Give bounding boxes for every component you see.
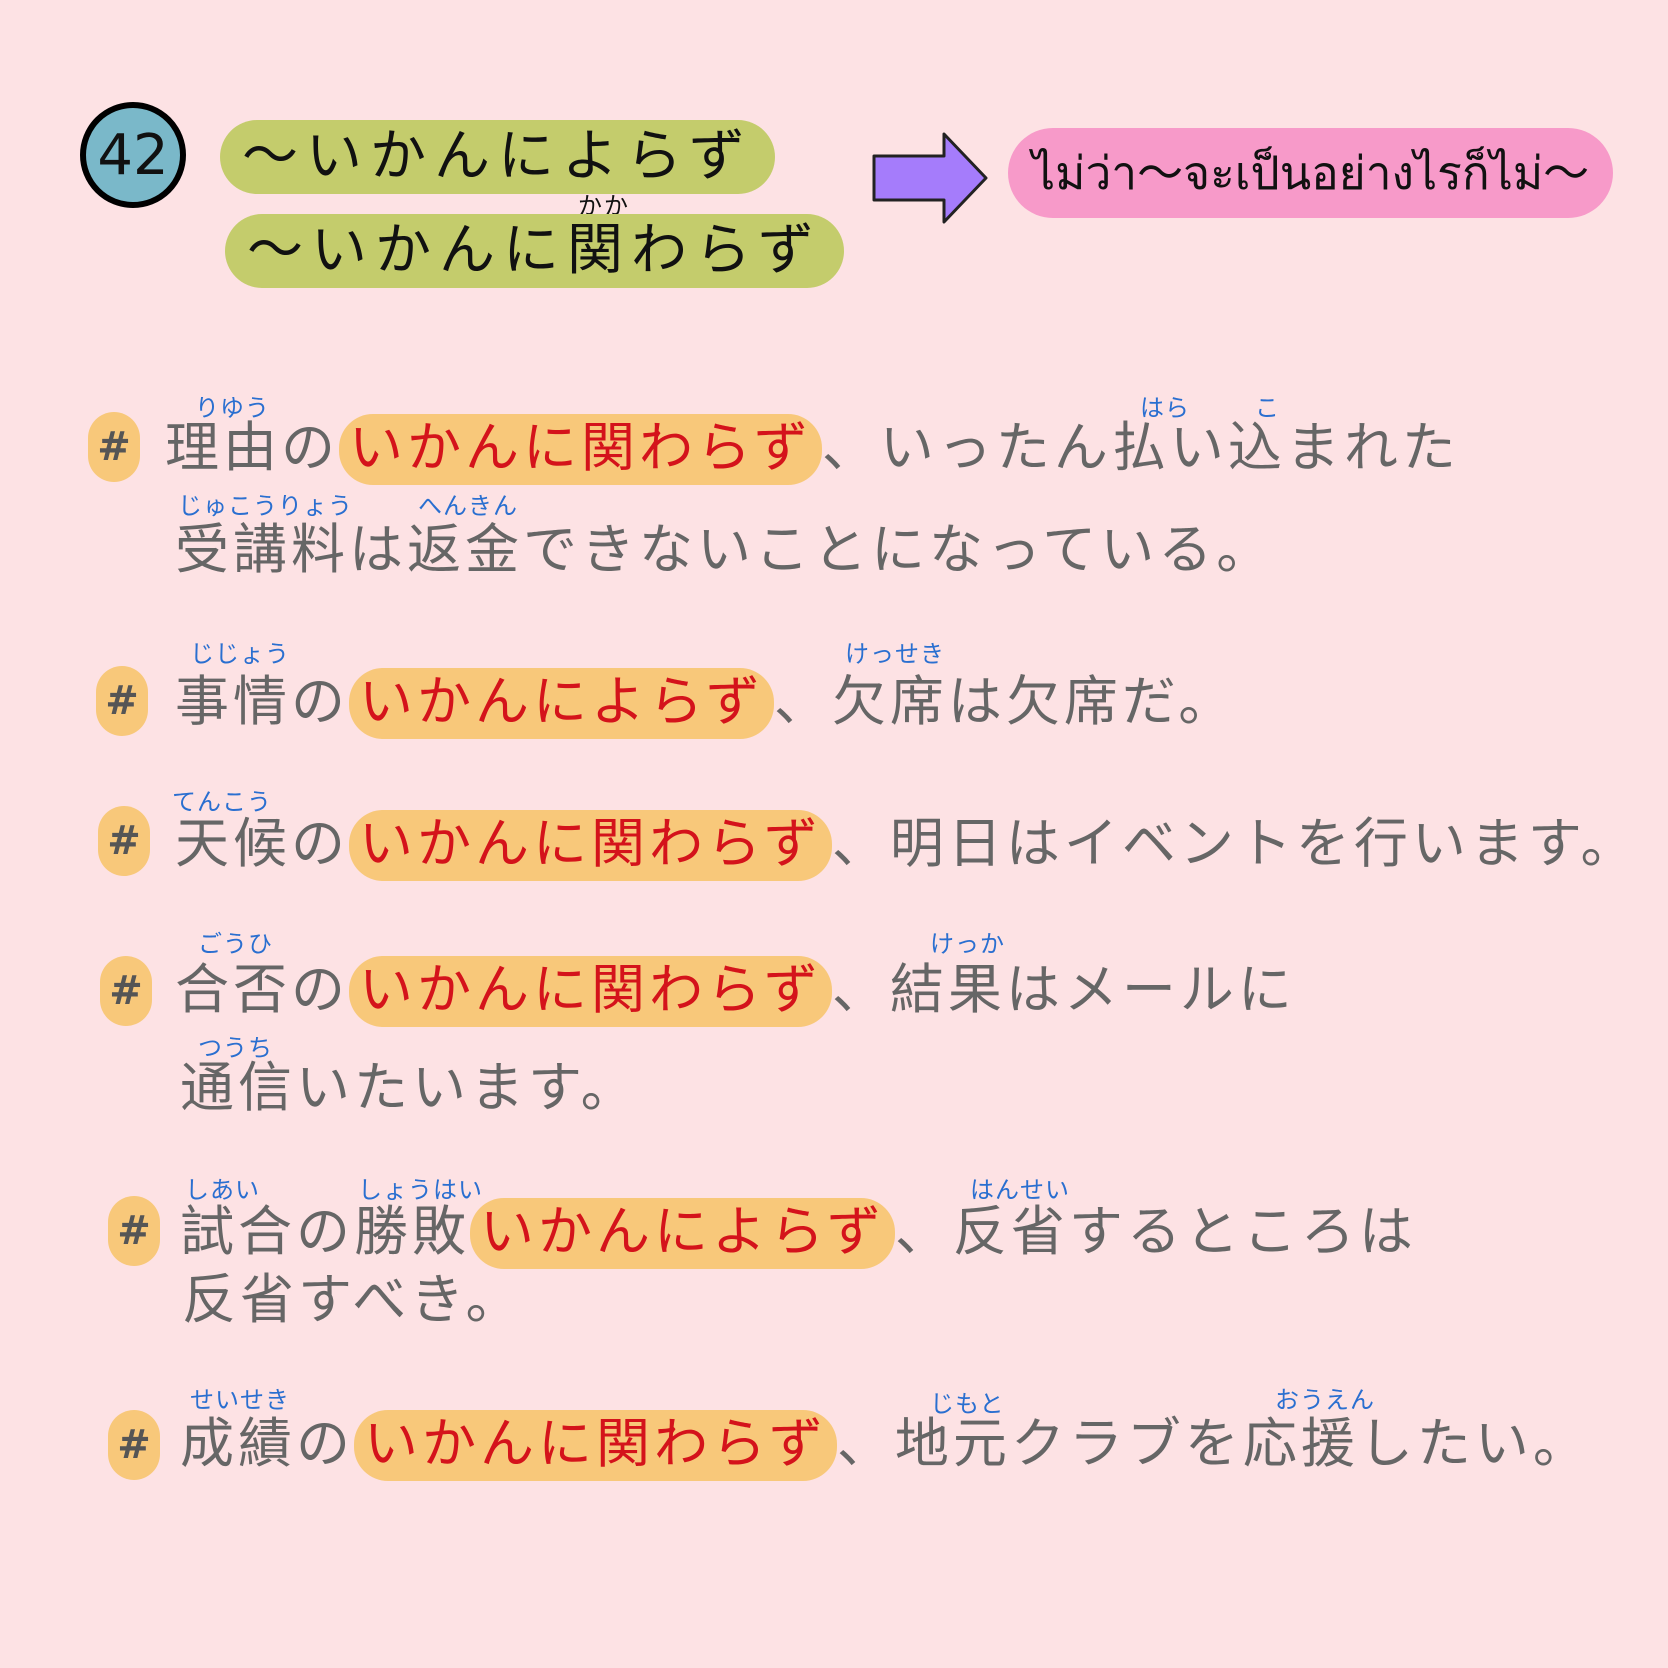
sentence-text: 通信いたいます。 [180,1056,639,1119]
example-sentence: 反省すべき。 [182,1270,524,1330]
sentence-text: 理由の [165,416,339,479]
arrow-right-icon [872,132,988,224]
example-sentence: 受講料は返金できないことになっている。 [175,520,1274,580]
grammar-highlight: いかんに関わらず [349,956,832,1027]
sentence-text: 合否の [175,958,349,1021]
example-sentence: 天候のいかんに関わらず、明日はイベントを行います。 [175,810,1639,881]
furigana: こ [1255,394,1280,422]
furigana: おうえん [1275,1386,1375,1414]
sentence-text: 受講料は返金できないことになっている。 [175,518,1275,581]
sentence-text: 、明日はイベントを行います。 [831,812,1639,875]
sentence-text: 、地元クラブを応援したい。 [836,1412,1591,1475]
bullet-badge: # [100,956,152,1026]
furigana: けっせき [845,640,945,668]
grammar-highlight: いかんによらず [349,668,774,739]
furigana: けっか [930,930,1005,958]
bullet-badge: # [96,666,148,736]
sentence-text: 事情の [175,670,349,733]
example-sentence: 理由のいかんに関わらず、いったん払い込まれた [165,414,1460,485]
example-sentence: 事情のいかんによらず、欠席は欠席だ。 [175,668,1237,739]
bullet-badge: # [108,1196,160,1266]
bullet-badge: # [88,412,140,482]
furigana: じもと [930,1390,1005,1418]
furigana: しあい [185,1176,260,1204]
furigana: しょうはい [358,1176,483,1204]
furigana: てんこう [172,788,272,816]
furigana: じゅこうりょう [178,492,353,520]
lesson-number: 42 [97,122,169,188]
grammar-pattern-2: 〜いかんに関わらず [225,214,844,288]
grammar-highlight: いかんに関わらず [339,414,822,485]
furigana: へんきん [418,492,518,520]
sentence-text: 、いったん払い込まれた [821,416,1460,479]
bullet-badge: # [98,806,150,876]
bullet-badge: # [108,1410,160,1480]
grammar-pattern-1: 〜いかんによらず [220,120,775,194]
grammar-highlight: いかんに関わらず [354,1410,837,1481]
example-sentence: 成績のいかんに関わらず、地元クラブを応援したい。 [180,1410,1591,1481]
example-sentence: 合否のいかんに関わらず、結果はメールに [175,956,1296,1027]
example-sentence: 試合の勝敗いかんによらず、反省するところは [180,1198,1417,1269]
lesson-number-badge: 42 [80,102,186,208]
grammar-highlight: いかんに関わらず [349,810,832,881]
furigana: はんせい [970,1176,1070,1204]
sentence-text: 、欠席は欠席だ。 [773,670,1237,733]
sentence-text: 、反省するところは [894,1200,1417,1263]
furigana: ごうひ [198,930,273,958]
furigana: つうち [198,1034,273,1062]
sentence-text: 反省すべき。 [182,1268,524,1331]
sentence-text: 天候の [175,812,349,875]
furigana: じじょう [190,640,290,668]
furigana: せいせき [190,1386,290,1414]
thai-meaning: ไม่ว่า〜จะเป็นอย่างไรก็ไม่〜 [1008,128,1614,218]
sentence-text: 、結果はメールに [831,958,1296,1021]
furigana: りゆう [195,394,270,422]
sentence-text: 試合の勝敗 [180,1200,470,1263]
example-sentence: 通信いたいます。 [180,1058,639,1118]
grammar-highlight: いかんによらず [470,1198,895,1269]
sentence-text: 成績の [180,1412,354,1475]
furigana: はら [1140,394,1190,422]
